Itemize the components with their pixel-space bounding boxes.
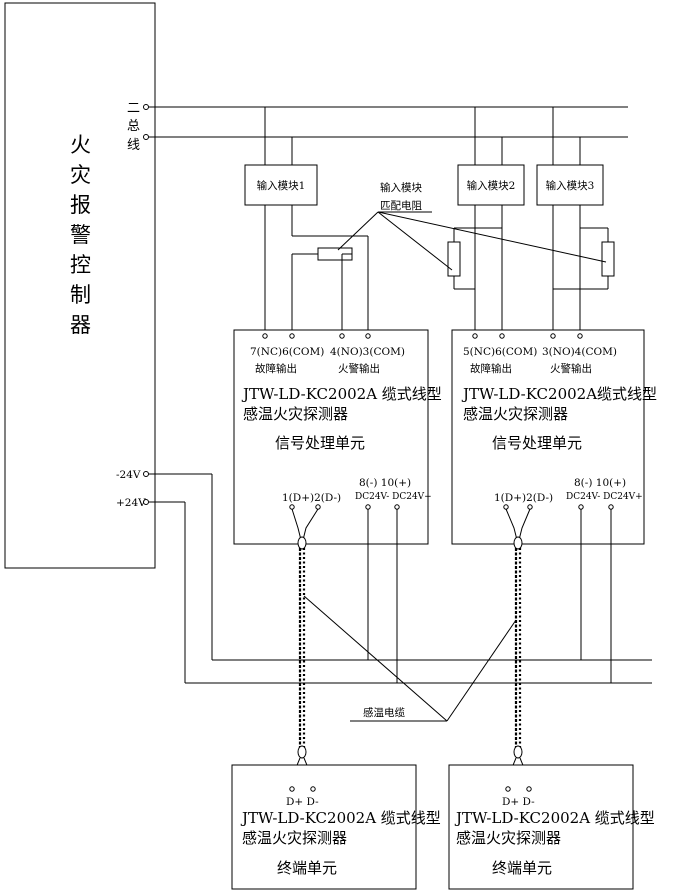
terminal-unit-name: 终端单元 [277,859,337,877]
controller-title-char: 控 [70,253,91,277]
signal-terminal-label: 1(D+)2(D-) [282,492,341,504]
controller-title-char: 器 [70,313,91,337]
fire-output-label: 火警输出 [550,362,592,375]
terminal-point [505,786,511,792]
callout-leader [337,211,379,251]
terminal-point [365,504,371,510]
processor-model: JTW-LD-KC2002A 缆式线型 [241,385,442,403]
terminal-point [527,504,533,510]
callout-leader [377,211,607,263]
power-terminal [143,499,149,505]
input-module-2 [457,164,525,206]
fire-alarm-controller [4,2,156,569]
terminal-point [577,333,583,339]
terminal-unit-2 [448,764,634,890]
bus-label-char: 总 [127,119,140,134]
bus-label-char: 线 [127,138,140,153]
terminal-unit-model: JTW-LD-KC2002A 缆式线型 [454,809,655,827]
heat-sensing-cable-1 [291,508,319,788]
processor-unit: 信号处理单元 [275,434,365,452]
terminal-point [289,504,295,510]
terminal-point [550,333,556,339]
terminal-label: 7(NC)6(COM) [250,346,324,358]
terminal-unit-name: 终端单元 [492,859,552,877]
resistor-callout-label: 匹配电阻 [380,199,422,212]
terminal-unit-terms: D+ D- [286,796,319,808]
terminal-point [503,504,509,510]
terminal-unit-model: JTW-LD-KC2002A 缆式线型 [240,809,441,827]
terminal-unit-desc: 感温火灾探测器 [456,829,561,847]
terminal-point [472,333,478,339]
callout-leader [303,595,448,722]
input-module-label: 输入模块3 [546,179,595,192]
controller-title-char: 灾 [70,163,91,187]
terminal-point [365,333,371,339]
minus24-label: -24V [116,469,141,481]
terminal-point [394,504,400,510]
bus-label-char: 二 [127,101,140,116]
controller-title-char: 警 [70,223,91,247]
input-module-label: 输入模块1 [257,179,306,192]
power-label: DC24V- DC24V+ [355,492,432,502]
resistor-callout-label: 输入模块 [380,181,422,194]
callout-leader [377,211,453,271]
terminal-unit-terms: D+ D- [502,796,535,808]
terminal-unit-desc: 感温火灾探测器 [242,829,347,847]
terminal-point [289,786,295,792]
terminal-point [499,333,505,339]
input-module-1 [244,164,318,206]
callout-leader [446,619,517,722]
terminal-point [526,786,532,792]
input-module-3 [536,164,604,206]
signal-terminal-label: 1(D+)2(D-) [494,492,553,504]
terminal-label: 5(NC)6(COM) [463,346,537,358]
processor-desc: 感温火灾探测器 [243,405,348,423]
terminal-point [608,504,614,510]
terminal-point [289,333,295,339]
matching-resistor [601,241,615,277]
plus24-label: +24V [116,497,146,509]
terminal-point [578,504,584,510]
fire-output-label: 火警输出 [338,362,380,375]
input-module-label: 输入模块2 [467,179,516,192]
terminal-point [315,504,321,510]
processor-unit: 信号处理单元 [492,434,582,452]
power-label: DC24V- DC24V+ [566,492,643,502]
power-terminal [143,471,149,477]
power-terminal-label: 8(-) 10(+) [359,477,411,489]
terminal-point [262,333,268,339]
terminal-label: 3(NO)4(COM) [542,346,617,358]
terminal-label: 4(NO)3(COM) [330,346,405,358]
fault-output-label: 故障输出 [255,362,297,375]
matching-resistor [447,241,461,277]
bus-terminal [143,134,149,140]
processor-desc: 感温火灾探测器 [463,405,568,423]
power-terminal-label: 8(-) 10(+) [574,477,626,489]
cable-callout-label: 感温电缆 [363,706,405,719]
bus-terminal [143,104,149,110]
terminal-point [310,786,316,792]
controller-title-char: 制 [70,283,91,307]
controller-title: 火 灾 报 警 控 制 器 [70,133,91,337]
terminal-unit-1 [231,764,417,890]
fault-output-label: 故障输出 [470,362,512,375]
terminal-point [339,333,345,339]
heat-sensing-cable-2 [505,508,531,788]
controller-title-char: 报 [70,193,91,217]
controller-title-char: 火 [70,133,91,157]
processor-model: JTW-LD-KC2002A缆式线型 [461,385,657,403]
